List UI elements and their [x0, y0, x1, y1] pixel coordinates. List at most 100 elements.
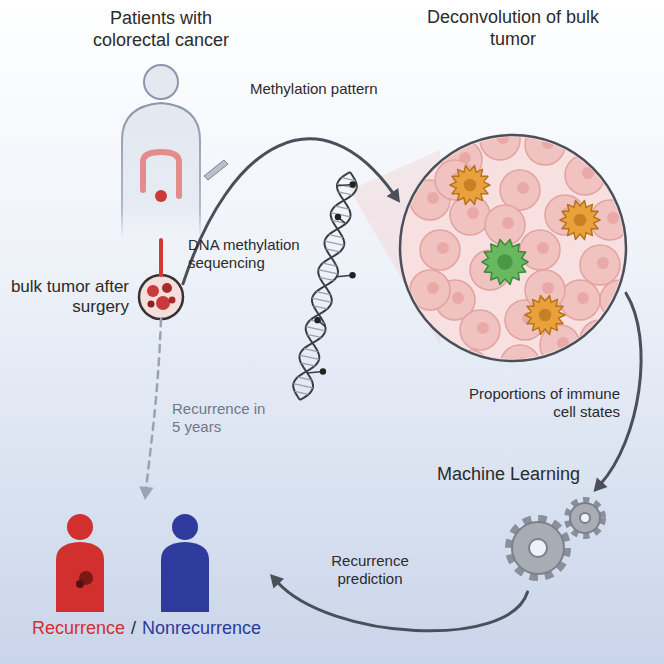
dna-helix: [293, 172, 357, 400]
helix-rung: [325, 241, 345, 245]
arrowhead: [139, 486, 153, 500]
helix-rung: [293, 384, 313, 388]
figure-node: Machine Learning: [500, 492, 610, 592]
helix-rung: [307, 334, 321, 337]
cell-nucleus: [517, 357, 529, 369]
cell-nucleus: [597, 257, 609, 269]
immune-cell: [560, 201, 600, 240]
tumor-cell: [420, 230, 460, 270]
connector-line: [146, 319, 161, 490]
node-text: Nonrecurrence: [142, 618, 261, 640]
cell-nucleus: [467, 207, 479, 219]
step-label: Methylation pattern: [250, 80, 400, 98]
tumor-cell: [580, 245, 620, 285]
edge-label: Proportions of immune cell states: [455, 385, 620, 421]
methyl-mark: [335, 214, 341, 220]
outcome-row: Recurrence / Nonrecurrence: [32, 618, 261, 640]
helix-rung: [320, 277, 334, 280]
cell-nucleus: [577, 292, 589, 304]
immune-nucleus: [497, 254, 512, 269]
cell-nucleus: [502, 217, 514, 229]
cell-nucleus: [467, 362, 479, 374]
node-text: Machine Learning: [430, 464, 580, 486]
edge-label: DNA methylation sequencing: [188, 236, 308, 272]
helix-rung: [295, 391, 309, 394]
cell-nucleus: [542, 282, 554, 294]
connector: [139, 319, 161, 500]
tumor-cell: [485, 205, 525, 245]
cell-nucleus: [497, 132, 509, 144]
helix-rung: [338, 192, 352, 195]
helix-rung: [312, 298, 332, 302]
cell-nucleus: [542, 137, 554, 149]
node-text: Deconvolution of bulk tumor: [413, 7, 613, 50]
helix-rung: [317, 292, 331, 295]
helix-rung: [298, 377, 312, 380]
tumor-cell: [500, 345, 540, 385]
methyl-mark: [349, 181, 355, 187]
tumor-cell: [460, 310, 500, 350]
connector-line: [159, 240, 163, 275]
tumor-cell: [565, 155, 605, 195]
figure-node: Patients with colorectal cancer: [76, 8, 246, 240]
immune-cell: [525, 296, 565, 335]
cell-nucleus: [607, 212, 619, 224]
helix-rung: [323, 263, 337, 266]
helix-rung: [329, 235, 343, 238]
immune-nucleus: [464, 179, 477, 192]
cell-nucleus: [427, 282, 439, 294]
patient-figure: [122, 65, 228, 238]
immune-nucleus: [539, 309, 552, 322]
methyl-mark: [320, 368, 326, 374]
helix-rung: [304, 349, 318, 352]
cell-nucleus: [437, 242, 449, 254]
gears: [510, 501, 602, 576]
figure-node: Deconvolution of bulk tumor: [400, 135, 626, 361]
methyl-mark: [349, 272, 355, 278]
immune-cell: [482, 240, 528, 285]
tumor-cell: [450, 195, 490, 235]
cell-nucleus: [537, 242, 549, 254]
arrowhead: [594, 478, 608, 492]
helix-rung: [301, 363, 315, 366]
node-text: /: [131, 618, 136, 640]
tumor-cell: [410, 270, 450, 310]
cell-nucleus: [557, 337, 569, 349]
connector: [183, 139, 400, 284]
tumor-sample: [139, 275, 183, 319]
helix-rung: [300, 355, 320, 359]
helix-rung: [326, 249, 340, 252]
helix-rung: [313, 306, 327, 309]
helix-rung: [318, 270, 338, 274]
edge-label: Recurrence in 5 years: [172, 400, 272, 436]
edge-label: Recurrence prediction: [300, 552, 440, 588]
connector-line: [183, 139, 394, 284]
node-text: bulk tumor after surgery: [9, 277, 129, 318]
figure-node: bulk tumor after surgery: [139, 275, 183, 319]
tumor-zoom: [400, 120, 640, 390]
immune-cell: [450, 166, 490, 205]
arrowhead: [270, 574, 284, 588]
helix-strand: [293, 172, 357, 400]
cell-nucleus: [517, 182, 529, 194]
nonrecurrence-figure: [161, 514, 209, 612]
helix-rung: [342, 178, 356, 181]
arrowhead: [387, 188, 400, 203]
connector: [161, 240, 162, 275]
tumor-cell: [500, 170, 540, 210]
cell-nucleus: [427, 192, 439, 204]
tumor-cell: [480, 120, 520, 160]
cell-nucleus: [597, 332, 609, 344]
figure-node: Recurrence / Nonrecurrence: [20, 500, 270, 648]
node-text: Recurrence: [32, 618, 125, 640]
recurrence-figure: [56, 514, 104, 612]
tumor-cell: [580, 320, 620, 360]
helix-rung: [335, 206, 349, 209]
methyl-mark: [314, 317, 320, 323]
cell-nucleus: [477, 322, 489, 334]
tumor-cell: [525, 125, 565, 165]
cell-nucleus: [452, 292, 464, 304]
node-text: Patients with colorectal cancer: [76, 8, 246, 51]
helix-rung: [306, 327, 326, 331]
